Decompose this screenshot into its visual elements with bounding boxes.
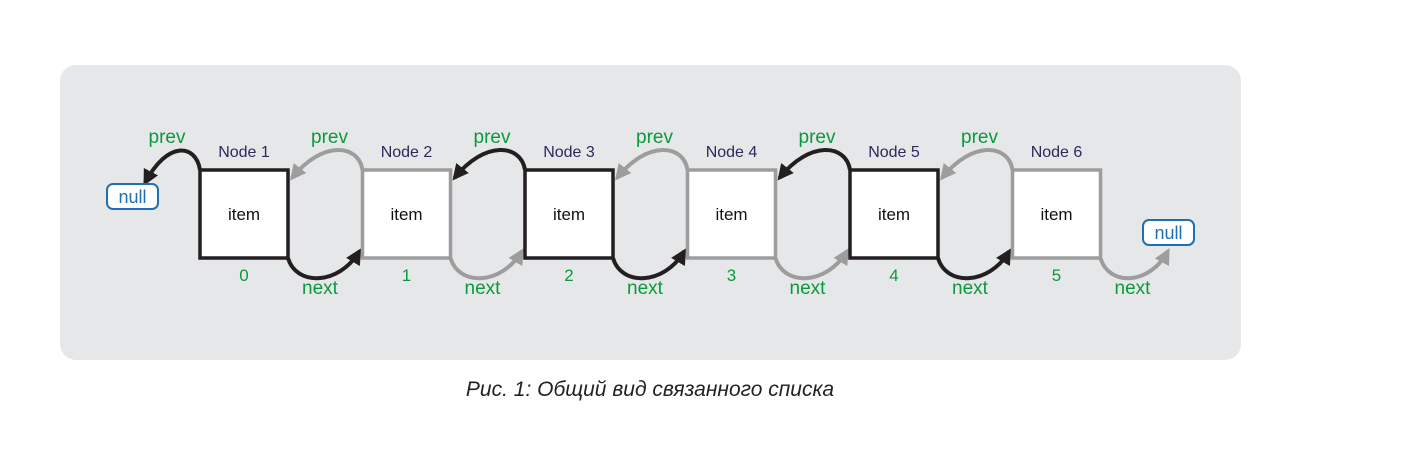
node-item-label: item	[715, 205, 747, 224]
node-title: Node 4	[706, 144, 758, 161]
prev-arrow	[615, 148, 690, 181]
node-title: Node 6	[1031, 144, 1083, 161]
next-arrow	[1098, 248, 1170, 281]
node-item-label: item	[553, 205, 585, 224]
prev-label: prev	[474, 127, 511, 148]
figure-caption: Рис. 1: Общий вид связанного списка	[465, 378, 835, 401]
next-arrow	[936, 248, 1012, 281]
node-box-4	[685, 168, 778, 260]
diagram-panel	[60, 65, 1241, 360]
null-end-label: null	[1154, 223, 1182, 243]
node-title: Node 3	[543, 144, 595, 161]
next-label: next	[952, 278, 989, 299]
node-box-5	[848, 168, 940, 260]
next-label: next	[790, 278, 827, 299]
node-item-label: item	[228, 205, 260, 224]
node-index: 3	[727, 266, 736, 285]
next-label: next	[627, 278, 664, 299]
node-box-3	[523, 168, 615, 260]
node-title: Node 1	[218, 144, 270, 161]
prev-arrow	[940, 148, 1015, 181]
null-start-box	[106, 183, 159, 210]
next-arrow	[773, 248, 849, 281]
next-label: next	[302, 278, 339, 299]
prev-label: prev	[149, 127, 186, 148]
prev-label: prev	[961, 127, 998, 148]
next-label: next	[465, 278, 502, 299]
node-box-1	[198, 168, 290, 260]
node-box-2	[360, 168, 453, 260]
node-item-label: item	[390, 205, 422, 224]
node-index: 2	[564, 266, 573, 285]
prev-arrow	[143, 148, 202, 186]
next-label: next	[1115, 278, 1152, 299]
null-start-label: null	[118, 187, 146, 207]
prev-arrow	[290, 148, 365, 181]
node-index: 1	[402, 266, 411, 285]
next-arrow	[611, 248, 687, 281]
node-title: Node 5	[868, 144, 920, 161]
prev-arrow	[777, 148, 852, 181]
prev-arrow	[452, 148, 527, 181]
next-arrow	[448, 248, 524, 281]
node-box-6	[1010, 168, 1103, 260]
prev-label: prev	[799, 127, 836, 148]
node-item-label: item	[1040, 205, 1072, 224]
node-index: 4	[889, 266, 898, 285]
prev-label: prev	[311, 127, 348, 148]
node-title: Node 2	[381, 144, 433, 161]
null-end-box	[1142, 219, 1195, 246]
node-index: 5	[1052, 266, 1061, 285]
next-arrow	[286, 248, 362, 281]
prev-label: prev	[636, 127, 673, 148]
node-index: 0	[239, 266, 248, 285]
node-item-label: item	[878, 205, 910, 224]
